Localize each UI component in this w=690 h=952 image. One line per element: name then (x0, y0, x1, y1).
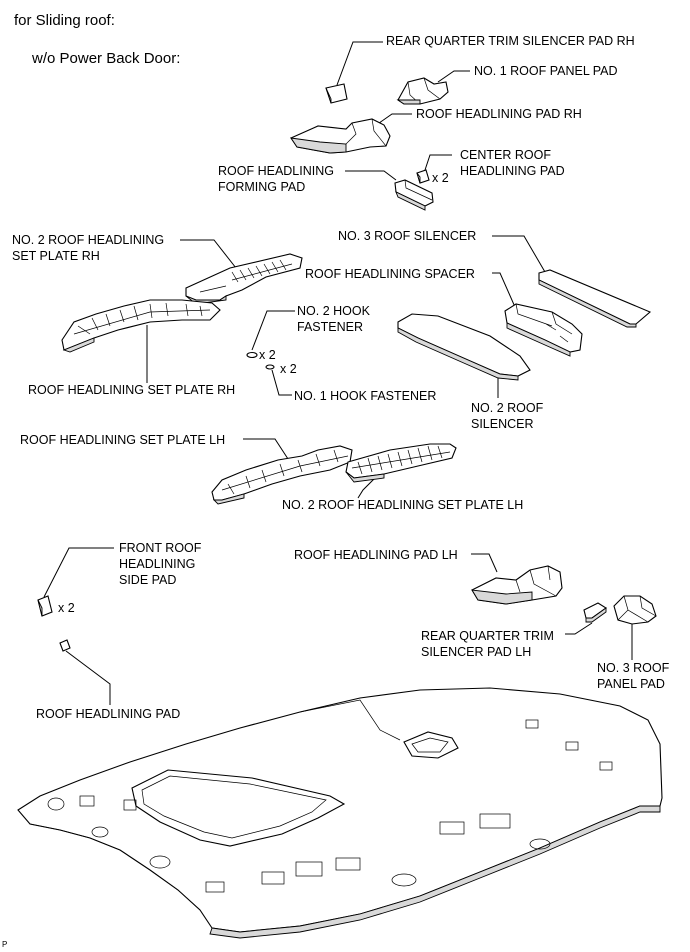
no3-roof-silencer-part (538, 269, 652, 328)
label-center-roof-headlining-pad: CENTER ROOF HEADLINING PAD (460, 148, 565, 178)
roof-headlining-forming-pad-part (394, 179, 434, 211)
roof-headlining-pad-rh-part (290, 118, 391, 154)
label-roof-headlining-forming-pad: ROOF HEADLINING FORMING PAD (218, 164, 334, 194)
label-roof-headlining-pad: ROOF HEADLINING PAD (36, 707, 181, 721)
rear-quarter-trim-silencer-pad-rh-part (325, 83, 348, 104)
roof-headlining-pad-lh-part (471, 565, 563, 605)
label-rear-quarter-trim-silencer-pad-lh: REAR QUARTER TRIM SILENCER PAD LH (421, 629, 554, 659)
label-rear-quarter-trim-silencer-pad-rh: REAR QUARTER TRIM SILENCER PAD RH (386, 34, 635, 48)
label-roof-headlining-pad-rh: ROOF HEADLINING PAD RH (416, 107, 582, 121)
label-no2-roof-headlining-set-plate-lh: NO. 2 ROOF HEADLINING SET PLATE LH (282, 498, 524, 512)
qty-front-roof-headlining-side-pad: x 2 (58, 601, 75, 615)
no2-hook-fastener-part (246, 351, 258, 359)
no1-roof-panel-pad-part (396, 77, 449, 105)
label-roof-headlining-set-plate-lh: ROOF HEADLINING SET PLATE LH (20, 433, 226, 447)
no2-roof-headlining-set-plate-lh-part (345, 443, 457, 483)
label-front-roof-headlining-side-pad: FRONT ROOF HEADLINING SIDE PAD (119, 541, 202, 587)
label-no2-roof-silencer: NO. 2 ROOF SILENCER (471, 401, 544, 431)
leader-lines (43, 41, 633, 705)
center-roof-headlining-pad-part (416, 169, 430, 184)
label-no3-roof-panel-pad: NO. 3 ROOF PANEL PAD (597, 661, 670, 691)
label-roof-headlining-spacer: ROOF HEADLINING SPACER (305, 267, 475, 281)
label-no2-hook-fastener: NO. 2 HOOK FASTENER (297, 304, 370, 334)
label-no1-hook-fastener: NO. 1 HOOK FASTENER (294, 389, 437, 403)
power-back-door-header: w/o Power Back Door: (32, 50, 181, 67)
label-no1-roof-panel-pad: NO. 1 ROOF PANEL PAD (474, 64, 618, 78)
rear-quarter-trim-silencer-pad-lh-part (583, 602, 607, 623)
label-roof-headlining-pad-lh: ROOF HEADLINING PAD LH (294, 548, 458, 562)
roof-headlining-panel (17, 687, 663, 939)
qty-no2-hook-fastener: x 2 (259, 348, 276, 362)
roof-headlining-set-plate-rh-part (61, 299, 221, 353)
label-no3-roof-silencer: NO. 3 ROOF SILENCER (338, 229, 477, 243)
roof-headlining-spacer-part (504, 303, 583, 357)
roof-headlining-set-plate-lh-part (211, 445, 353, 505)
label-roof-headlining-set-plate-rh: ROOF HEADLINING SET PLATE RH (28, 383, 236, 397)
no2-roof-headlining-set-plate-rh-part (185, 253, 303, 305)
no3-roof-panel-pad-part (613, 595, 657, 625)
sliding-roof-header: for Sliding roof: (14, 12, 115, 29)
front-roof-headlining-side-pad-part (37, 595, 53, 617)
qty-center-roof-headlining-pad: x 2 (432, 171, 449, 185)
figure-code: P (2, 940, 8, 949)
roof-headlining-pad-part (59, 639, 71, 652)
no2-roof-silencer-part (397, 313, 531, 381)
qty-no1-hook-fastener: x 2 (280, 362, 297, 376)
no1-hook-fastener-part (265, 364, 275, 370)
label-no2-roof-headlining-set-plate-rh: NO. 2 ROOF HEADLINING SET PLATE RH (12, 233, 165, 263)
